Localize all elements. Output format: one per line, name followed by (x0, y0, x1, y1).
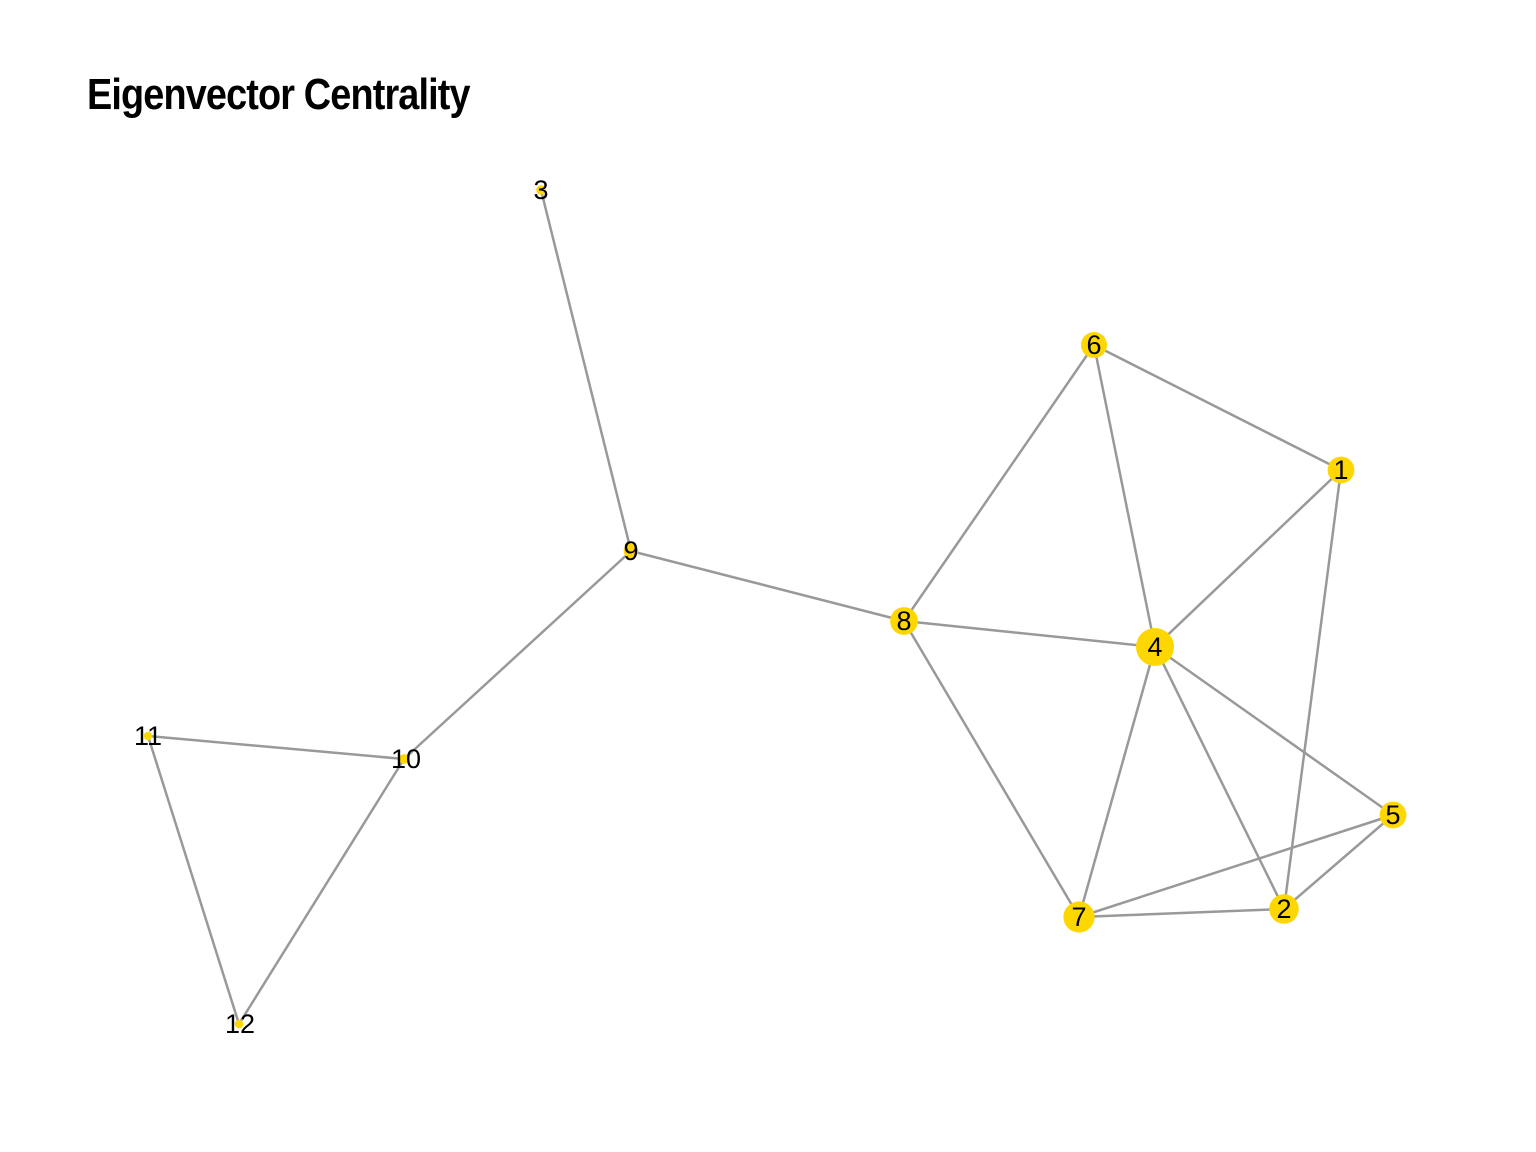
edge-1-4 (1154, 469, 1342, 648)
edges-layer (146, 189, 1394, 1025)
edge-9-10 (403, 550, 632, 760)
page-title: Eigenvector Centrality (87, 70, 471, 119)
edge-2-5 (1283, 814, 1394, 910)
node-9 (623, 543, 639, 559)
edge-6-4 (1092, 344, 1157, 648)
node-1 (1327, 456, 1355, 484)
edge-7-5 (1078, 813, 1394, 919)
node-label-8: 8 (896, 606, 911, 636)
node-label-11: 11 (134, 721, 162, 751)
node-3 (536, 185, 546, 195)
edge-4-7 (1077, 646, 1157, 918)
edge-4-5 (1154, 645, 1394, 817)
edge-6-8 (902, 344, 1096, 622)
node-5 (1379, 801, 1407, 829)
edge-8-7 (902, 620, 1081, 918)
node-label-6: 6 (1086, 330, 1101, 360)
node-label-1: 1 (1333, 455, 1348, 485)
node-11 (143, 731, 153, 741)
node-10 (399, 754, 409, 764)
node-label-9: 9 (623, 536, 638, 566)
node-4 (1136, 628, 1174, 666)
node-label-5: 5 (1385, 800, 1400, 830)
node-label-3: 3 (533, 175, 548, 205)
node-label-12: 12 (225, 1009, 255, 1039)
node-label-10: 10 (391, 744, 421, 774)
node-7 (1063, 901, 1095, 933)
edge-1-2 (1282, 469, 1343, 910)
edge-11-12 (146, 735, 241, 1025)
node-label-4: 4 (1147, 632, 1162, 662)
edge-8-4 (903, 619, 1156, 649)
edge-6-1 (1093, 343, 1342, 472)
edge-7-2 (1078, 907, 1285, 919)
node-12 (234, 1019, 244, 1029)
nodes-layer (143, 185, 1407, 1029)
node-6 (1081, 332, 1107, 358)
node-8 (890, 607, 918, 635)
edge-10-11 (147, 734, 405, 761)
edge-3-9 (539, 189, 633, 552)
edge-10-12 (237, 758, 406, 1025)
node-2 (1269, 894, 1299, 924)
node-label-2: 2 (1276, 894, 1291, 924)
edge-4-2 (1153, 646, 1286, 910)
edge-9-8 (630, 549, 905, 623)
node-label-7: 7 (1071, 902, 1086, 932)
